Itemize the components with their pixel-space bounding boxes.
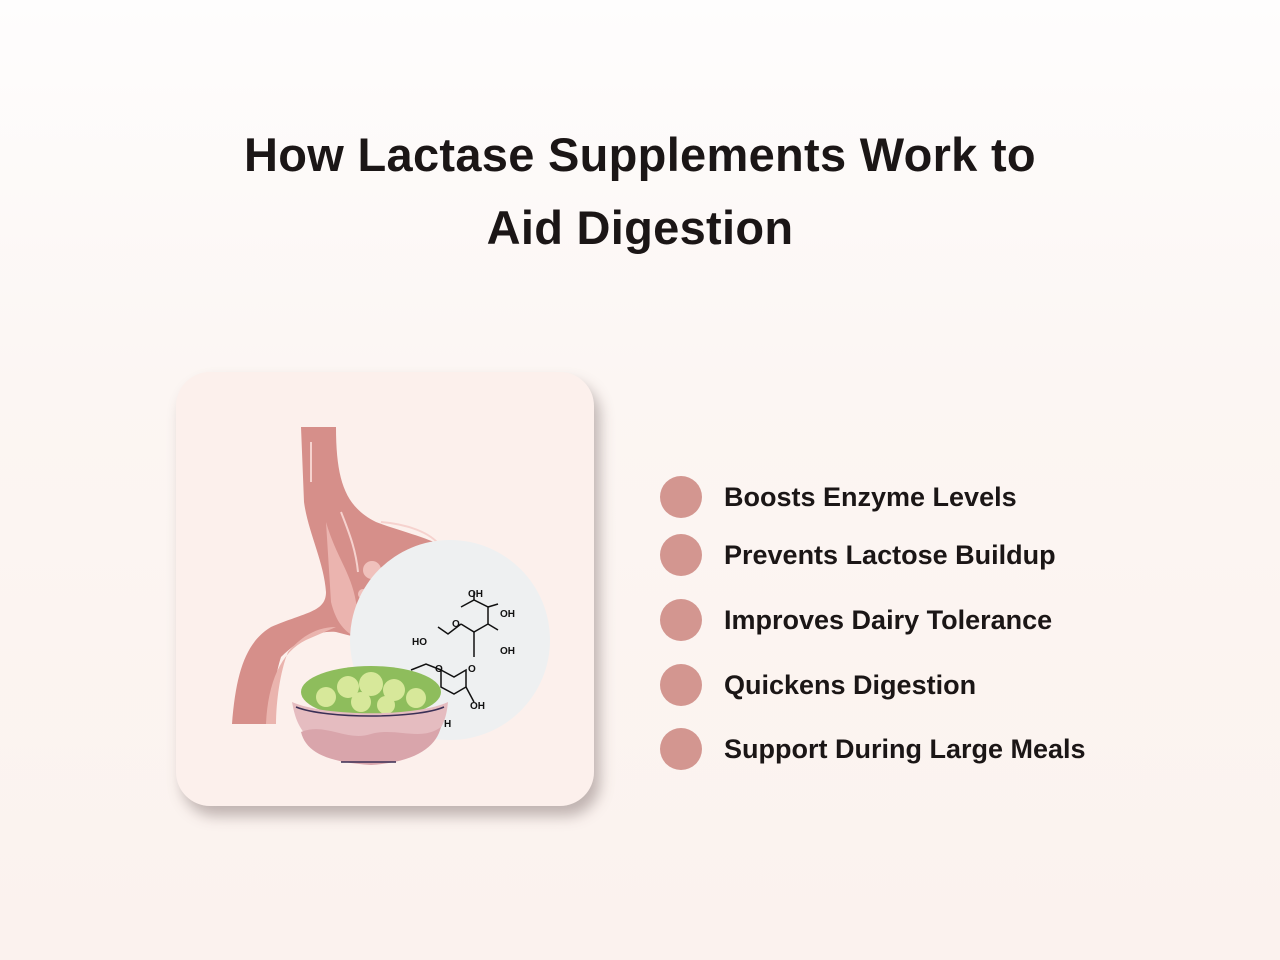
stomach-lactose-illustration: OH OH OH HO O O O OH H bbox=[232, 427, 550, 765]
title-line-2: Aid Digestion bbox=[486, 201, 794, 254]
benefit-label: Support During Large Meals bbox=[724, 733, 1086, 764]
benefit-label: Quickens Digestion bbox=[724, 669, 977, 700]
bullet-icon bbox=[660, 534, 702, 576]
molecule-label: O bbox=[435, 664, 443, 675]
bullet-icon bbox=[660, 599, 702, 641]
bullet-icon bbox=[660, 664, 702, 706]
illustration-card: OH OH OH HO O O O OH H bbox=[176, 372, 594, 806]
benefit-item: Improves Dairy Tolerance bbox=[660, 598, 1180, 642]
title-line-1: How Lactase Supplements Work to bbox=[244, 128, 1036, 181]
benefit-item: Boosts Enzyme Levels bbox=[660, 475, 1180, 519]
molecule-label: O bbox=[452, 619, 460, 630]
lactose-molecule-icon bbox=[410, 592, 499, 703]
molecule-label: OH bbox=[468, 589, 483, 600]
molecule-label: OH bbox=[500, 646, 515, 657]
bowl-of-food-icon bbox=[292, 666, 448, 765]
molecule-label: HO bbox=[412, 637, 427, 648]
page-title: How Lactase Supplements Work to Aid Dige… bbox=[0, 118, 1280, 264]
benefit-label: Improves Dairy Tolerance bbox=[724, 604, 1053, 635]
molecule-label: OH bbox=[470, 701, 485, 712]
benefit-item: Prevents Lactose Buildup bbox=[660, 533, 1180, 577]
molecule-label: O bbox=[468, 664, 476, 675]
benefit-item: Quickens Digestion bbox=[660, 663, 1180, 707]
bullet-icon bbox=[660, 476, 702, 518]
bullet-icon bbox=[660, 728, 702, 770]
molecule-label: H bbox=[444, 719, 451, 730]
benefit-label: Prevents Lactose Buildup bbox=[724, 539, 1056, 570]
benefit-item: Support During Large Meals bbox=[660, 727, 1180, 771]
benefit-label: Boosts Enzyme Levels bbox=[724, 481, 1017, 512]
molecule-label: OH bbox=[500, 609, 515, 620]
